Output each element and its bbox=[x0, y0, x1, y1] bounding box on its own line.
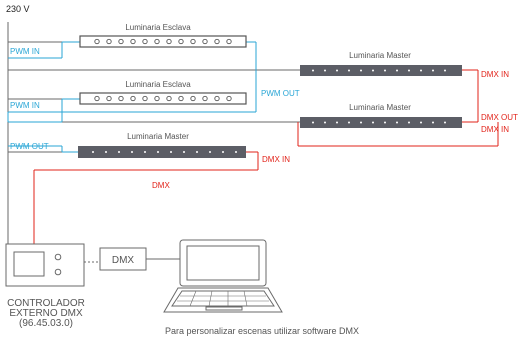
master-led-row bbox=[312, 121, 446, 124]
master-led-row bbox=[312, 69, 446, 72]
slave-luminaire-2: Luminaria Esclava bbox=[79, 80, 247, 105]
master-luminaire-label: Luminaria Master bbox=[349, 103, 411, 112]
laptop-icon bbox=[163, 239, 283, 313]
master-luminaire-label: Luminaria Master bbox=[127, 132, 189, 141]
slave-luminaire-label: Luminaria Esclava bbox=[125, 23, 191, 32]
software-note: Para personalizar escenas utilizar softw… bbox=[165, 326, 359, 336]
pwm-in-label: PWM IN bbox=[10, 47, 40, 56]
controller-knob bbox=[54, 268, 62, 276]
slave-led-row bbox=[94, 95, 232, 102]
master-luminaire-1: Luminaria Master bbox=[300, 51, 462, 76]
slave-luminaire-1: Luminaria Esclava bbox=[79, 23, 247, 48]
slave-led-row bbox=[94, 38, 232, 45]
slave-luminaire-label: Luminaria Esclava bbox=[125, 80, 191, 89]
power-supply-label: 230 V bbox=[6, 4, 30, 14]
master-luminaire-label: Luminaria Master bbox=[349, 51, 411, 60]
dmx-wiring bbox=[33, 69, 499, 244]
pwm-in-label: PWM IN bbox=[10, 101, 40, 110]
pwm-wiring bbox=[7, 41, 257, 153]
keyboard-grid bbox=[177, 290, 269, 307]
dmx-out-label: DMX OUT bbox=[481, 113, 518, 122]
master-luminaire-bar bbox=[300, 65, 462, 76]
master-luminaire-2: Luminaria Master bbox=[300, 103, 462, 128]
dmx-in-label: DMX IN bbox=[481, 70, 509, 79]
controller-screen bbox=[13, 251, 45, 277]
master-luminaire-bar bbox=[78, 146, 246, 158]
controller-knob bbox=[54, 253, 62, 261]
master-luminaire-3: Luminaria Master bbox=[78, 132, 246, 158]
controller-label-line1: CONTROLADOR bbox=[7, 298, 85, 309]
controller-label-line3: (96.45.03.0) bbox=[19, 318, 73, 329]
dmx-in-label: DMX IN bbox=[481, 125, 509, 134]
slave-luminaire-bar bbox=[79, 92, 247, 105]
dmx-interface-label: DMX bbox=[112, 255, 135, 266]
master-luminaire-bar bbox=[300, 117, 462, 128]
dmx-in-label: DMX IN bbox=[262, 155, 290, 164]
dmx-controller bbox=[5, 243, 85, 287]
pwm-out-label: PWM OUT bbox=[261, 89, 300, 98]
slave-luminaire-bar bbox=[79, 35, 247, 48]
pwm-out-label: PWM OUT bbox=[10, 142, 49, 151]
controller-label-line2: EXTERNO DMX bbox=[9, 308, 83, 319]
dmx-label: DMX bbox=[152, 181, 170, 190]
master-led-row bbox=[92, 151, 237, 153]
